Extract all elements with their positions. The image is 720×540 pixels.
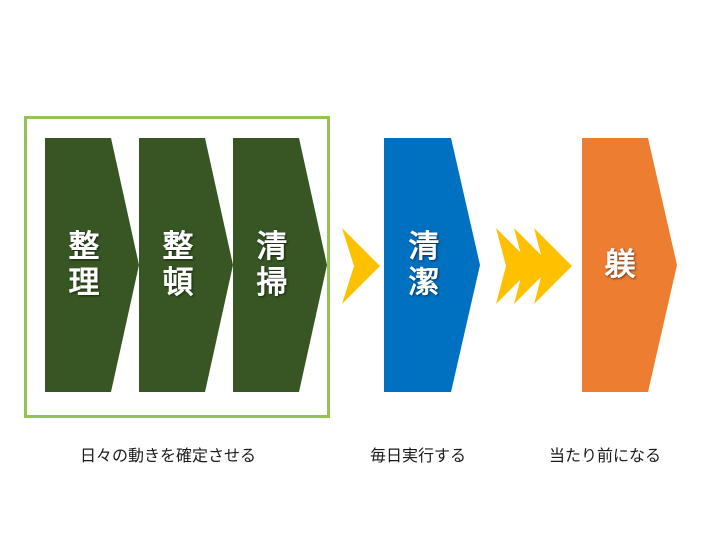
step-shitsuke-label: 躾 xyxy=(604,247,636,283)
chevron-shape xyxy=(233,138,327,392)
step-seiso-label: 清 掃 xyxy=(256,229,288,301)
chevron-shape xyxy=(384,138,480,392)
seiri-seiton-seiso-group-frame xyxy=(24,116,330,418)
caption-group-3: 当たり前になる xyxy=(549,446,662,465)
step-seiri-label: 整 理 xyxy=(68,229,100,301)
single-arrow-icon xyxy=(342,228,380,304)
step-seiketsu-label: 清 潔 xyxy=(408,229,440,301)
caption-group-1: 日々の動きを確定させる xyxy=(80,446,257,465)
chevron-shape xyxy=(582,138,677,392)
chevron-shape xyxy=(139,138,233,392)
caption-group-2: 毎日実行する xyxy=(370,446,467,465)
step-seiton-label: 整 頓 xyxy=(162,229,194,301)
triple-arrow-icon xyxy=(496,228,572,304)
chevron-shape xyxy=(45,138,139,392)
